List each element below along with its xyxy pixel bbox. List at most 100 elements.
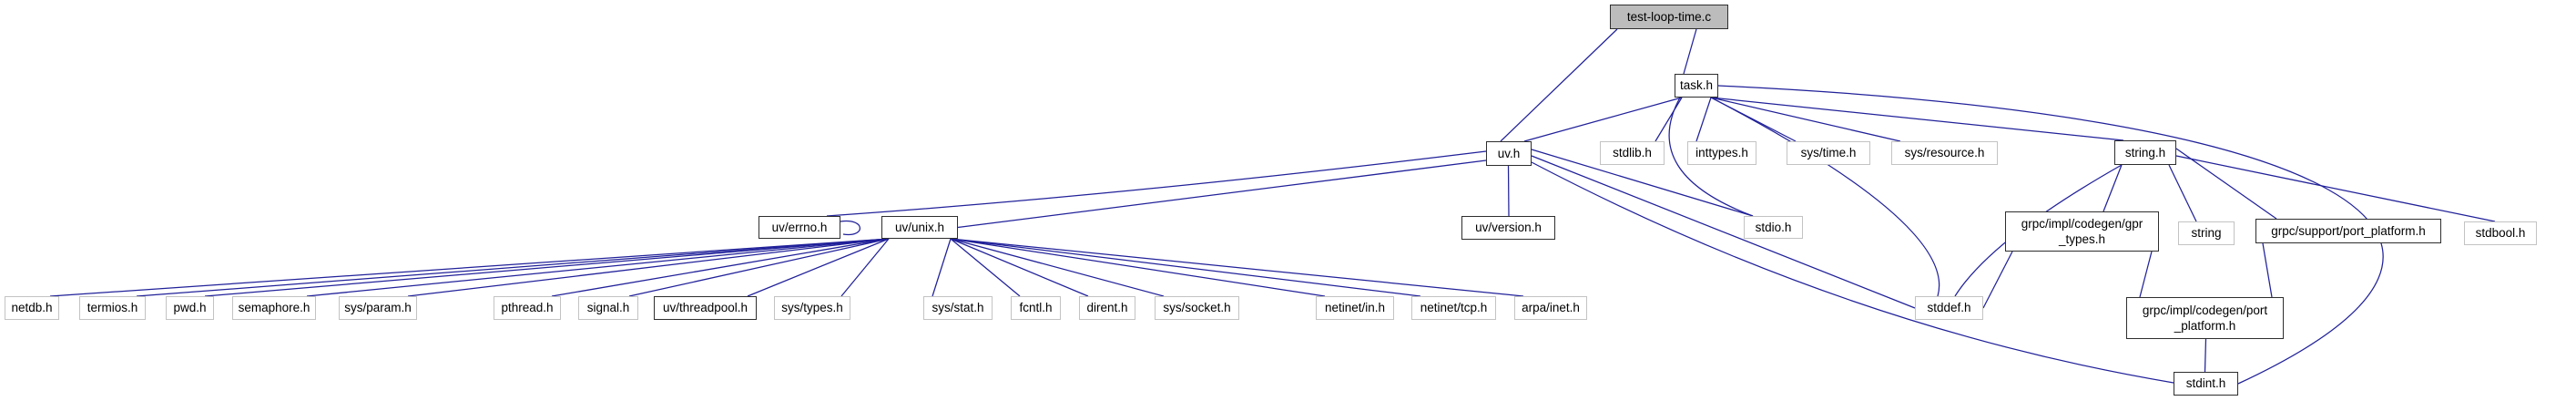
edge-uv-unix-h-to-fcntl-h: [950, 238, 1021, 297]
edge-grpc-impl-codegen-gpr-types-h-to-stddef-h: [1982, 251, 2013, 309]
node-label-line: _platform.h: [2174, 319, 2236, 333]
node-uv-threadpool-h[interactable]: uv/threadpool.h: [654, 296, 757, 320]
node-label: task.h: [1679, 78, 1714, 93]
edge-uv-h-to-stdio-h: [1531, 149, 1754, 217]
edge-grpc-support-port-platform-h-to-grpc-impl-codegen-port-platform-h: [2262, 242, 2273, 298]
node-stdbool-h: stdbool.h: [2464, 221, 2537, 245]
node-grpc-impl-codegen-gpr-types-h[interactable]: grpc/impl/codegen/gpr_types.h: [2005, 211, 2159, 252]
edge-uv-h-to-uv-version-h: [1507, 165, 1510, 217]
edge-string-h-to-grpc-impl-codegen-gpr-types-h: [2103, 164, 2123, 212]
node-string: string: [2178, 221, 2235, 245]
node-label: stddef.h: [1927, 301, 1971, 315]
node-label: uv/errno.h: [771, 220, 828, 234]
edge-uv-unix-h-to-pwd-h: [204, 238, 890, 297]
node-label-line: _types.h: [2058, 232, 2106, 246]
node-label: dirent.h: [1086, 301, 1128, 315]
node-label: signal.h: [586, 301, 630, 315]
edge-task-h-to-stdint-h: [1717, 85, 2384, 385]
node-netdb-h: netdb.h: [5, 296, 59, 320]
edge-uv-unix-h-to-sys-param-h: [407, 238, 890, 297]
node-label: semaphore.h: [238, 301, 311, 315]
node-label: stdio.h: [1755, 220, 1792, 234]
edge-uv-unix-h-to-signal-h: [628, 238, 890, 297]
edge-uv-errno-h-to-uv-errno-h: [840, 220, 860, 236]
node-stdint-h[interactable]: stdint.h: [2174, 372, 2238, 396]
edge-task-h-to-uv-h: [1523, 97, 1683, 142]
edge-uv-unix-h-to-semaphore-h: [306, 238, 890, 297]
node-grpc-impl-codegen-port-platform-h[interactable]: grpc/impl/codegen/port _platform.h: [2126, 297, 2284, 339]
edge-uv-unix-h-to-netdb-h: [49, 238, 890, 297]
node-label: pwd.h: [173, 301, 207, 315]
node-stdlib-h: stdlib.h: [1600, 141, 1665, 165]
node-label: string.h: [2124, 145, 2166, 159]
node-sys-resource-h: sys/resource.h: [1891, 141, 1998, 165]
node-sys-time-h: sys/time.h: [1787, 141, 1870, 165]
edge-uv-unix-h-to-sys-socket-h: [950, 238, 1165, 297]
node-label: uv/version.h: [1475, 221, 1542, 235]
edge-string-h-to-stdbool-h: [2175, 155, 2496, 222]
edge-uv-h-to-uv-errno-h: [826, 150, 1487, 217]
node-uv-version-h[interactable]: uv/version.h: [1461, 216, 1555, 240]
edge-uv-unix-h-to-termios-h: [136, 238, 890, 297]
node-pwd-h: pwd.h: [166, 296, 214, 320]
node-sys-stat-h: sys/stat.h: [923, 296, 993, 320]
edge-string-h-to-string: [2168, 164, 2197, 222]
node-uv-errno-h[interactable]: uv/errno.h: [759, 216, 840, 239]
node-label: netinet/in.h: [1324, 301, 1386, 315]
edge-task-h-to-inttypes-h: [1695, 97, 1712, 142]
node-pthread-h: pthread.h: [494, 296, 561, 320]
edge-string-h-to-grpc-support-port-platform-h: [2175, 148, 2277, 220]
node-label: sys/resource.h: [1904, 146, 1985, 160]
edge-task-h-to-stdio-h: [1668, 97, 1754, 217]
node-string-h[interactable]: string.h: [2114, 140, 2176, 165]
edge-uv-h-to-uv-unix-h: [957, 159, 1487, 229]
edge-uv-unix-h-to-dirent-h: [950, 238, 1089, 297]
node-label: inttypes.h: [1695, 146, 1748, 160]
node-signal-h: signal.h: [578, 296, 638, 320]
node-label: arpa/inet.h: [1522, 301, 1580, 315]
node-sys-param-h: sys/param.h: [339, 296, 417, 320]
edge-uv-unix-h-to-sys-stat-h: [932, 238, 952, 297]
node-label: pthread.h: [501, 301, 554, 315]
node-label: sys/stat.h: [932, 301, 984, 315]
node-task-h[interactable]: task.h: [1675, 74, 1718, 98]
node-label: stdbool.h: [2475, 226, 2526, 241]
edge-grpc-impl-codegen-port-platform-h-to-stdint-h: [2204, 338, 2207, 373]
node-netinet-in-h: netinet/in.h: [1316, 296, 1394, 320]
node-sys-socket-h: sys/socket.h: [1155, 296, 1239, 320]
node-dirent-h: dirent.h: [1079, 296, 1135, 320]
edge-uv-unix-h-to-pthread-h: [551, 238, 890, 297]
node-test-loop-time-c[interactable]: test-loop-time.c: [1610, 5, 1728, 29]
edge-test-loop-time-c-to-uv-h: [1500, 28, 1618, 142]
node-stddef-h: stddef.h: [1915, 296, 1983, 320]
edge-uv-h-to-stddef-h: [1531, 155, 1916, 309]
edge-uv-unix-h-to-sys-types-h: [840, 238, 890, 297]
node-label: grpc/support/port_platform.h: [2271, 223, 2426, 238]
node-grpc-support-port-platform-h[interactable]: grpc/support/port_platform.h: [2255, 219, 2441, 243]
node-stdio-h: stdio.h: [1744, 216, 1803, 239]
edge-uv-h-to-stdint-h: [1531, 161, 2174, 384]
node-semaphore-h: semaphore.h: [232, 296, 316, 320]
edge-task-h-to-stddef-h: [1710, 97, 1940, 297]
node-label: uv/unix.h: [894, 220, 945, 234]
node-label: fcntl.h: [1019, 301, 1053, 315]
node-label: stdint.h: [2185, 376, 2226, 391]
node-label-line: grpc/impl/codegen/port: [2142, 303, 2268, 317]
edge-uv-unix-h-to-arpa-inet-h: [950, 238, 1524, 297]
node-uv-h[interactable]: uv.h: [1486, 141, 1532, 166]
node-termios-h: termios.h: [79, 296, 146, 320]
node-inttypes-h: inttypes.h: [1687, 141, 1756, 165]
node-label-line: grpc/impl/codegen/gpr: [2021, 216, 2143, 231]
edge-task-h-to-string-h: [1710, 97, 2124, 141]
node-label: uv/threadpool.h: [662, 301, 748, 315]
edge-uv-unix-h-to-netinet-in-h: [950, 238, 1326, 297]
node-netinet-tcp-h: netinet/tcp.h: [1411, 296, 1496, 320]
node-label: netinet/tcp.h: [1420, 301, 1488, 315]
node-label: test-loop-time.c: [1626, 9, 1712, 24]
edge-grpc-impl-codegen-gpr-types-h-to-grpc-impl-codegen-port-platform-h: [2139, 251, 2153, 298]
node-label: sys/time.h: [1800, 146, 1857, 160]
node-uv-unix-h[interactable]: uv/unix.h: [881, 216, 958, 239]
node-label: sys/param.h: [344, 301, 412, 315]
